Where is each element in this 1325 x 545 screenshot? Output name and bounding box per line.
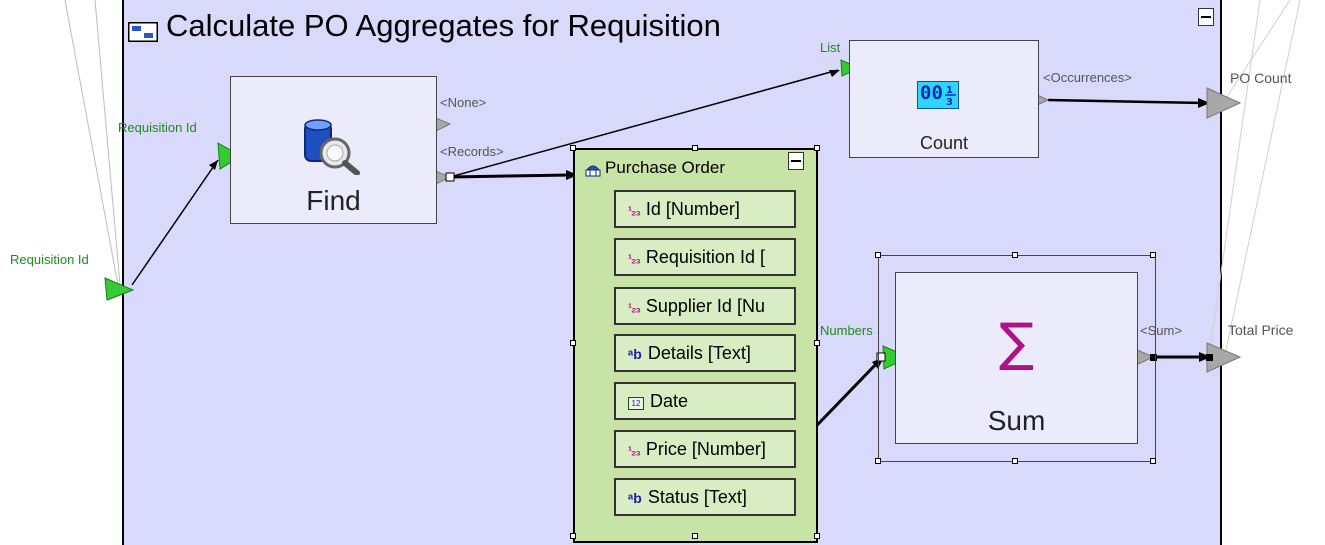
database-search-icon [304,119,360,175]
find-node[interactable]: Find [230,76,437,224]
selection-handle[interactable] [570,145,576,151]
selection-handle[interactable] [875,252,881,258]
find-input-label: Requisition Id [118,120,197,135]
sum-node[interactable]: ∑ Sum [895,272,1138,444]
counter-digits: 00 [920,82,943,104]
bg-line-right-3 [1224,0,1301,356]
sum-input-label: Numbers [820,323,873,338]
input-label-requisition-id: Requisition Id [10,252,89,267]
sigma-icon: ∑ [998,313,1035,373]
selection-handle[interactable] [692,145,698,151]
entity-title: Purchase Order [605,158,725,177]
counter-icon: 00 1 3 [917,81,959,109]
entity-collapse-button[interactable] [788,152,804,170]
find-label: Find [306,185,361,216]
number-field-icon: ¹₂₃ [628,444,641,458]
text-field-icon: ᵃb [628,490,642,506]
output-label-po-count: PO Count [1230,70,1292,86]
number-field-icon: ¹₂₃ [628,252,641,266]
port-occurrences-label: <Occurrences> [1043,70,1132,85]
count-input-label: List [820,40,841,55]
number-field-icon: ¹₂₃ [628,204,641,218]
number-field-icon: ¹₂₃ [628,301,641,315]
selection-handle[interactable] [1150,252,1156,258]
selection-handle[interactable] [1012,252,1018,258]
sum-label: Sum [987,405,1046,436]
selection-handle[interactable] [1012,458,1018,464]
bg-line-right-1 [1209,0,1261,351]
svg-text:1: 1 [946,85,953,96]
selection-handle[interactable] [1150,458,1156,464]
flow-title: Calculate PO Aggregates for Requisition [166,8,721,43]
selection-handle[interactable] [570,340,576,346]
selection-handle[interactable] [570,533,576,539]
entity-icon [585,165,601,177]
counter-fraction-icon: 1 3 [945,85,956,106]
svg-text:3: 3 [946,97,953,106]
count-node[interactable]: 00 1 3 Count [849,40,1039,158]
connector-reqid-find [131,159,219,286]
output-po-count-port [1206,87,1242,119]
bg-line-right-2 [1224,0,1291,101]
subflow-icon [128,22,158,42]
output-label-total-price: Total Price [1228,322,1294,338]
connector-count-pocount [1047,98,1206,105]
selection-handle[interactable] [875,458,881,464]
input-port-left [104,277,135,301]
selection-handle[interactable] [814,145,820,151]
date-field-icon: 12 [628,397,644,410]
text-field-icon: ᵃb [628,346,642,362]
connector-records-entity [449,173,571,179]
selection-handle[interactable] [814,340,820,346]
selection-handle[interactable] [814,533,820,539]
connector-records-list [449,69,839,178]
count-label: Count [919,133,969,153]
port-records-label: <Records> [440,144,504,159]
bg-line-left-1 [64,0,119,286]
collapse-button[interactable] [1198,8,1214,26]
selection-handle[interactable] [692,533,698,539]
bg-line-left-2 [94,0,121,286]
port-sum-label: <Sum> [1140,323,1182,338]
port-none-label: <None> [440,95,487,110]
